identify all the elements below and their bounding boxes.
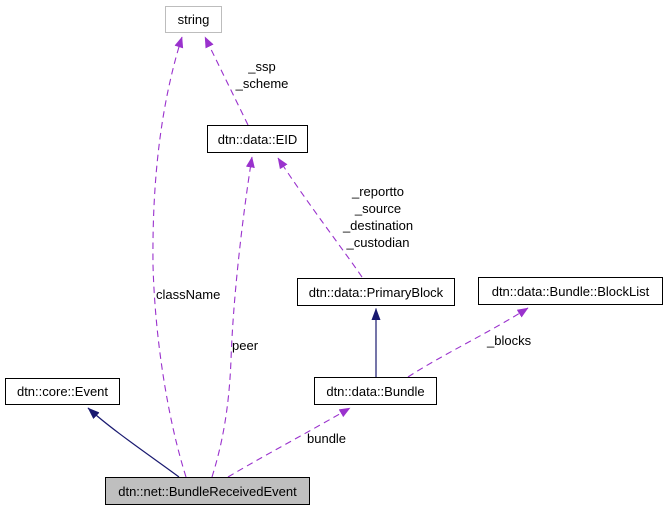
edge-label-blocks: _blocks bbox=[487, 333, 532, 348]
edge-usage-blocks bbox=[407, 307, 529, 378]
class-node-core-event[interactable]: dtn::core::Event bbox=[5, 378, 120, 405]
class-node-blocklist[interactable]: dtn::data::Bundle::BlockList bbox=[478, 277, 663, 305]
class-node-eid[interactable]: dtn::data::EID bbox=[207, 125, 308, 153]
edge-usage-ssp-scheme bbox=[204, 36, 249, 126]
class-node-label: dtn::data::EID bbox=[217, 131, 298, 147]
class-node-label: dtn::data::Bundle::BlockList bbox=[491, 283, 650, 299]
class-node-bundle[interactable]: dtn::data::Bundle bbox=[314, 377, 437, 405]
class-node-primaryblock[interactable]: dtn::data::PrimaryBlock bbox=[297, 278, 455, 306]
class-node-string: string bbox=[165, 6, 222, 33]
edge-inheritance-event bbox=[87, 407, 180, 478]
edge-label-ssp-scheme: _ssp _scheme bbox=[235, 59, 289, 91]
class-node-label: dtn::net::BundleReceivedEvent bbox=[118, 483, 297, 499]
class-node-bundlereceivedevent: dtn::net::BundleReceivedEvent bbox=[105, 477, 310, 505]
edge-label-reportto-source-destination-custodian: _reportto _source _destination _custodia… bbox=[342, 184, 414, 250]
class-node-label: string bbox=[177, 12, 210, 27]
edge-usage-peer bbox=[211, 156, 255, 478]
class-node-label: dtn::core::Event bbox=[16, 384, 109, 399]
edge-label-peer: peer bbox=[232, 338, 259, 353]
edge-usage-reportto bbox=[277, 157, 363, 278]
class-node-label: dtn::data::Bundle bbox=[326, 383, 425, 399]
class-node-label: dtn::data::PrimaryBlock bbox=[308, 284, 444, 300]
edge-usage-bundle bbox=[227, 407, 351, 478]
edge-usage-classname bbox=[152, 36, 187, 478]
edge-label-bundle: bundle bbox=[307, 431, 347, 446]
edge-label-classname: className bbox=[156, 287, 221, 302]
